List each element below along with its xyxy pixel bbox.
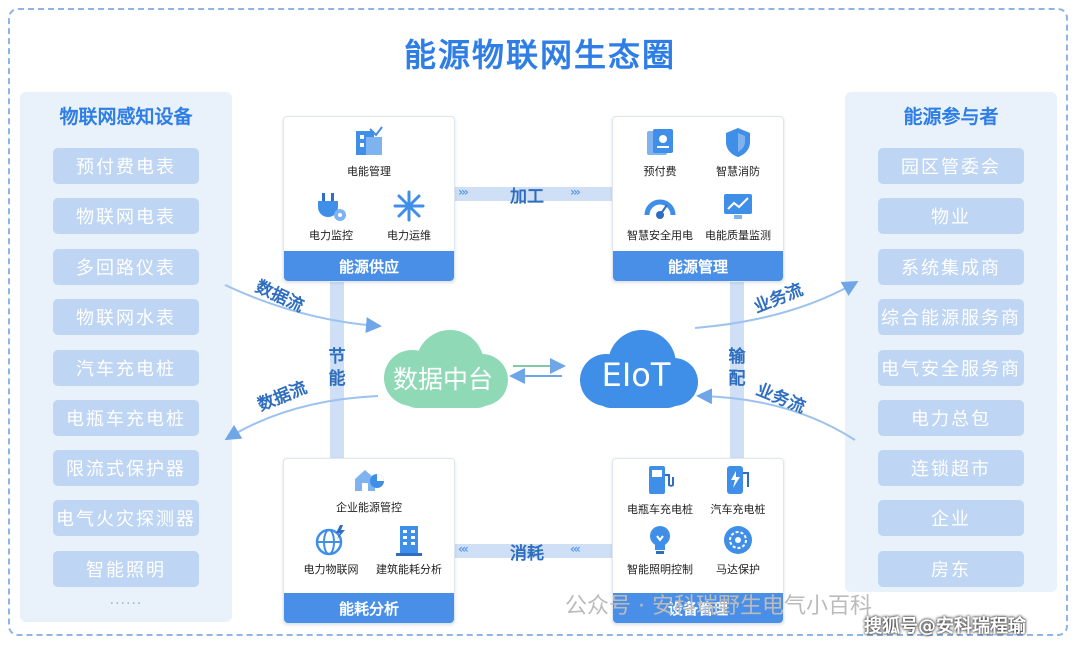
bottom-flow-chevrons-right: ‹‹‹ — [570, 542, 581, 556]
ebike-charger-item: 电瓶车充电桩 — [615, 463, 705, 517]
motor-icon — [724, 526, 752, 554]
enterprise-control-label: 企业能源管控 — [336, 501, 402, 514]
business-flow-arrow-bottom — [696, 388, 856, 441]
energy-supply-footer: 能源供应 — [284, 251, 454, 281]
left-item-iot-meter: 物联网电表 — [53, 198, 199, 234]
smart-safety-label: 智慧安全用电 — [627, 229, 693, 242]
power-monitoring-label: 电力监控 — [309, 229, 353, 242]
smart-safety-item: 智慧安全用电 — [615, 189, 705, 243]
left-item-fire-detector: 电气火灾探测器 — [53, 500, 199, 536]
car-charger-label: 汽车充电桩 — [710, 503, 766, 516]
right-item-integrator: 系统集成商 — [878, 249, 1024, 285]
snowflake-icon — [393, 190, 425, 222]
data-flow-arrow-bottom — [224, 395, 379, 441]
power-iot-label: 电力物联网 — [303, 563, 359, 576]
power-iot-item: 电力物联网 — [286, 523, 376, 577]
left-item-multi-circuit: 多回路仪表 — [53, 249, 199, 285]
left-panel-title: 物联网感知设备 — [59, 106, 193, 128]
watermark-wechat: 公众号 · 安科瑞野生电气小百科 — [565, 594, 872, 619]
right-item-supermarket: 连锁超市 — [878, 450, 1024, 486]
energy-supply-box: 电能管理 电力监控 电力运维 能源供应 — [283, 116, 455, 282]
lighting-control-label: 智能照明控制 — [627, 563, 693, 576]
eiot-label: EIoT — [601, 356, 671, 394]
right-vertical-band — [730, 282, 744, 458]
plug-gear-icon — [318, 193, 346, 221]
right-item-energy-service: 综合能源服务商 — [878, 299, 1024, 335]
consumption-analysis-footer: 能耗分析 — [284, 593, 454, 623]
consumption-analysis-box: 企业能源管控 电力物联网 建筑能耗分析 能耗分析 — [283, 458, 455, 624]
motor-protection-label: 马达保护 — [716, 563, 760, 576]
energy-management-box: 预付费 智慧消防 智慧安全用电 电能质量监测 能源管理 — [612, 116, 784, 282]
lighting-control-item: 智能照明控制 — [615, 523, 705, 577]
top-flow-label: 加工 — [510, 187, 544, 207]
power-maintenance-item: 电力运维 — [364, 189, 454, 243]
gauge-icon — [644, 199, 676, 219]
right-panel-title: 能源参与者 — [903, 106, 999, 128]
top-flow-band — [452, 187, 612, 201]
business-flow-arrow-top — [694, 281, 859, 329]
right-panel: 能源参与者 园区管委会 物业 系统集成商 综合能源服务商 电气安全服务商 电力总… — [845, 92, 1057, 592]
ev-charger-icon — [727, 466, 749, 494]
charger-icon — [649, 466, 674, 494]
monitor-chart-icon — [724, 194, 752, 219]
left-vertical-band — [330, 282, 344, 458]
smart-fire-label: 智慧消防 — [716, 165, 760, 178]
outer-frame — [8, 8, 1068, 636]
power-management-item: 电能管理 — [324, 125, 414, 179]
left-panel: 物联网感知设备 预付费电表 物联网电表 多回路仪表 物联网水表 汽车充电桩 电瓶… — [20, 92, 232, 622]
bottom-flow-band — [452, 544, 612, 558]
left-item-prepaid-meter: 预付费电表 — [53, 148, 199, 184]
right-item-landlord: 房东 — [878, 551, 1024, 587]
building-chart-icon — [356, 126, 383, 155]
left-item-ebike-charger: 电瓶车充电桩 — [53, 400, 199, 436]
left-item-car-charger: 汽车充电桩 — [53, 350, 199, 386]
data-platform-label: 数据中台 — [392, 365, 493, 394]
power-maintenance-label: 电力运维 — [387, 229, 431, 242]
globe-bolt-icon — [315, 525, 345, 556]
power-management-label: 电能管理 — [347, 165, 391, 178]
house-pie-icon — [355, 470, 384, 491]
shield-icon — [726, 128, 750, 157]
card-icon — [647, 129, 673, 155]
right-item-power-contractor: 电力总包 — [878, 400, 1024, 436]
power-monitoring-item: 电力监控 — [286, 189, 376, 243]
energy-management-footer: 能源管理 — [613, 251, 783, 281]
watermark-sohu: 搜狐号@安科瑞程瑜 — [864, 616, 1026, 637]
device-management-footer: 设备管理 — [613, 593, 783, 623]
left-item-smart-lighting: 智能照明 — [53, 551, 199, 587]
data-flow-arrow-top — [224, 284, 382, 334]
left-item-current-limiter: 限流式保护器 — [53, 450, 199, 486]
page-title: 能源物联网生态圈 — [403, 36, 676, 74]
prepaid-label: 预付费 — [643, 165, 677, 178]
building-analysis-item: 建筑能耗分析 — [364, 523, 454, 577]
top-flow-chevrons-right: ››› — [570, 185, 581, 199]
building-icon — [396, 526, 422, 556]
left-item-more: ...... — [109, 592, 143, 608]
car-charger-item: 汽车充电桩 — [693, 463, 783, 517]
right-item-park-committee: 园区管委会 — [878, 148, 1024, 184]
device-management-box: 电瓶车充电桩 汽车充电桩 智能照明控制 马达保护 设备管理 — [612, 458, 784, 624]
data-platform-cloud — [384, 330, 508, 408]
prepaid-item: 预付费 — [615, 125, 705, 179]
quality-monitor-item: 电能质量监测 — [693, 189, 783, 243]
eiot-cloud — [580, 330, 698, 408]
bottom-flow-label: 消耗 — [510, 544, 544, 564]
motor-protection-item: 马达保护 — [693, 523, 783, 577]
right-vertical-label: 输配 — [728, 347, 746, 389]
quality-monitor-label: 电能质量监测 — [705, 229, 771, 242]
lightbulb-icon — [650, 526, 670, 554]
right-item-safety-service: 电气安全服务商 — [878, 350, 1024, 386]
smart-fire-item: 智慧消防 — [693, 125, 783, 179]
bottom-flow-chevrons-left: ‹‹‹ — [458, 542, 469, 556]
ebike-charger-label: 电瓶车充电桩 — [627, 503, 693, 516]
left-item-water-meter: 物联网水表 — [53, 299, 199, 335]
top-flow-chevrons-left: ››› — [458, 185, 469, 199]
right-item-enterprise: 企业 — [878, 500, 1024, 536]
right-item-property: 物业 — [878, 198, 1024, 234]
enterprise-control-item: 企业能源管控 — [324, 465, 414, 515]
building-analysis-label: 建筑能耗分析 — [376, 563, 442, 576]
left-vertical-label: 节能 — [328, 347, 346, 389]
